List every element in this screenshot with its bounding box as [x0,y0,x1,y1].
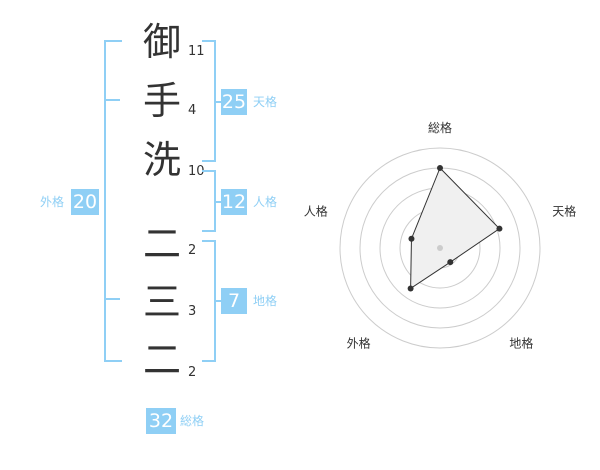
stroke-count-4: 2 [188,243,197,258]
name-char-4: 二 [142,222,181,266]
gaikaku-tick [104,298,120,300]
stroke-count-5: 3 [188,304,197,319]
radar-point [447,259,454,266]
radar-axis-label-tenkaku: 天格 [552,204,576,219]
radar-axis-label-soukaku: 総格 [428,120,452,135]
soukaku-label: 総格 [180,414,205,428]
name-char-6: 二 [142,338,181,382]
name-char-1: 御 [142,20,181,64]
soukaku-badge: 32 [146,408,176,434]
jinkaku-label: 人格 [253,195,278,209]
radar-polygon [410,167,501,290]
gaikaku-label: 外格 [40,195,65,209]
stroke-count-6: 2 [188,365,197,380]
stroke-count-3: 10 [188,164,205,179]
radar-axis-label-chikaku: 地格 [509,335,533,350]
tenkaku-badge: 25 [221,89,247,115]
name-char-5: 三 [142,280,181,324]
radar-point [408,235,415,242]
radar-axis-label-jinkaku: 人格 [304,204,328,219]
jinkaku-badge: 12 [221,189,247,215]
radar-point [496,225,503,232]
name-char-2: 手 [142,79,181,123]
stroke-count-2: 4 [188,103,197,118]
name-char-3: 洗 [142,138,181,182]
chikaku-label: 地格 [253,294,278,308]
radar-chart: 総格 天格 地格 外格 人格 [304,120,576,350]
gaikaku-tick [104,99,120,101]
tenkaku-tick [214,101,222,103]
gaikaku-badge: 20 [71,189,99,215]
radar-axis-label-gaikaku: 外格 [347,335,371,350]
radar-point [437,165,443,171]
radar-point [407,285,414,292]
chikaku-badge: 7 [221,288,247,314]
jinkaku-tick [214,201,222,203]
tenkaku-label: 天格 [253,95,278,109]
radar-center-dot [437,245,443,251]
stroke-count-1: 11 [188,44,205,59]
gaikaku-bracket [104,40,122,362]
radar-ring [339,147,541,349]
chikaku-tick [214,300,222,302]
